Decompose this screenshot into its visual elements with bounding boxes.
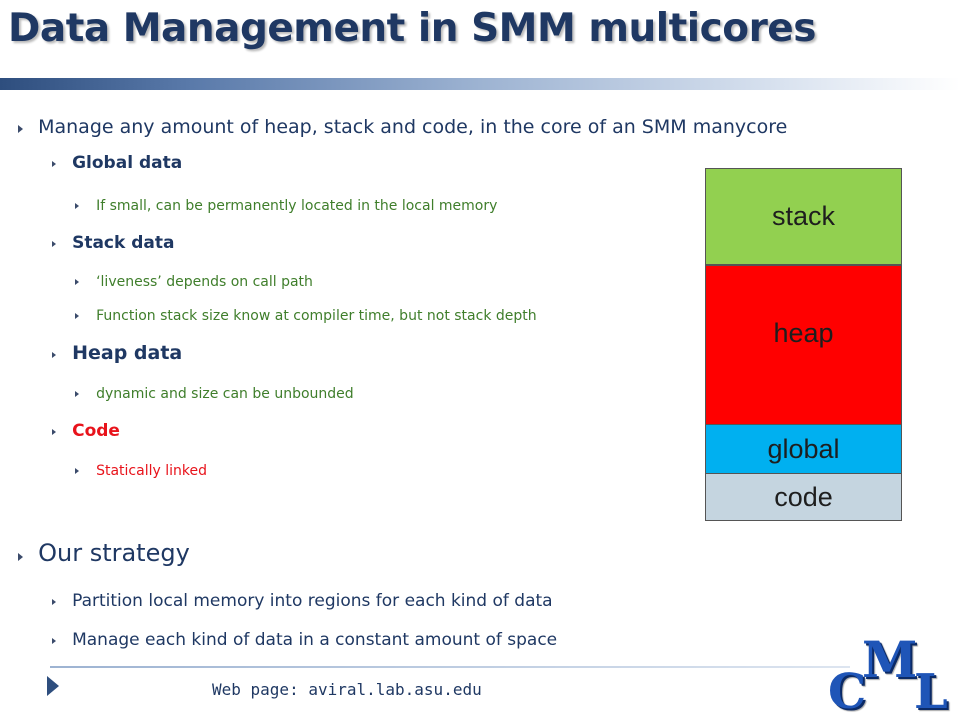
- bullet-global-heading: Global data: [72, 153, 183, 173]
- bullet-heap-sub: dynamic and size can be unbounded: [75, 383, 354, 402]
- bullet-main-text: Manage any amount of heap, stack and cod…: [38, 116, 788, 138]
- bullet-strategy-sub-text: Partition local memory into regions for …: [72, 591, 553, 611]
- cml-logo: C M L: [826, 630, 956, 720]
- bullet-global: Global data: [52, 153, 182, 173]
- bullet-arrow-icon: [18, 124, 23, 133]
- bullet-heap-heading: Heap data: [72, 342, 183, 364]
- bullet-stack-heading: Stack data: [72, 233, 175, 253]
- bullet-heap-sub-text: dynamic and size can be unbounded: [96, 386, 354, 402]
- memory-region-code: code: [705, 473, 902, 521]
- bullet-global-sub-text: If small, can be permanently located in …: [96, 198, 498, 214]
- bullet-arrow-icon: [75, 202, 79, 209]
- footer-arrow-icon: [47, 676, 59, 696]
- memory-region-label: heap: [773, 318, 834, 348]
- bullet-code-sub: Statically linked: [75, 460, 207, 479]
- bullet-stack: Stack data: [52, 233, 174, 253]
- logo-letter-l: L: [914, 664, 948, 720]
- bullet-stack-sub-2: Function stack size know at compiler tim…: [75, 305, 537, 324]
- bullet-stack-sub-1: ‘liveness’ depends on call path: [75, 271, 313, 290]
- memory-region-stack: stack: [705, 168, 902, 265]
- bullet-arrow-icon: [52, 351, 56, 358]
- bullet-arrow-icon: [75, 312, 79, 319]
- bullet-arrow-icon: [75, 467, 79, 474]
- logo-letter-c: C: [828, 664, 867, 720]
- bullet-code-heading: Code: [72, 421, 120, 441]
- slide-title: Data Management in SMM multicores: [8, 6, 816, 51]
- bullet-arrow-icon: [52, 598, 56, 605]
- bullet-strategy-sub-text: Manage each kind of data in a constant a…: [72, 630, 558, 650]
- bullet-stack-sub-text: Function stack size know at compiler tim…: [96, 308, 537, 324]
- bullet-main: Manage any amount of heap, stack and cod…: [18, 116, 787, 138]
- memory-region-label: global: [767, 433, 840, 464]
- bullet-arrow-icon: [52, 428, 56, 435]
- bullet-strategy-sub-2: Manage each kind of data in a constant a…: [52, 630, 557, 650]
- logo-letter-m: M: [862, 630, 918, 689]
- bullet-code: Code: [52, 421, 120, 441]
- bullet-global-sub: If small, can be permanently located in …: [75, 195, 497, 214]
- footer-webpage: Web page: aviral.lab.asu.edu: [212, 680, 482, 699]
- bullet-strategy: Our strategy: [18, 539, 190, 567]
- title-underline: [0, 78, 960, 90]
- bullet-arrow-icon: [75, 390, 79, 397]
- bullet-arrow-icon: [52, 240, 56, 247]
- bullet-strategy-heading: Our strategy: [38, 539, 190, 567]
- memory-region-label: code: [774, 481, 833, 512]
- bullet-strategy-sub-1: Partition local memory into regions for …: [52, 591, 553, 611]
- memory-region-global: global: [705, 424, 902, 474]
- bullet-code-sub-text: Statically linked: [96, 463, 207, 479]
- bullet-arrow-icon: [18, 552, 23, 561]
- memory-region-heap: heap: [705, 265, 902, 425]
- bullet-arrow-icon: [75, 278, 79, 285]
- bullet-arrow-icon: [52, 160, 56, 167]
- bullet-heap: Heap data: [52, 342, 182, 364]
- bullet-arrow-icon: [52, 637, 56, 644]
- footer-rule: [50, 666, 850, 668]
- memory-region-label: stack: [771, 201, 836, 231]
- bullet-stack-sub-text: ‘liveness’ depends on call path: [96, 274, 313, 290]
